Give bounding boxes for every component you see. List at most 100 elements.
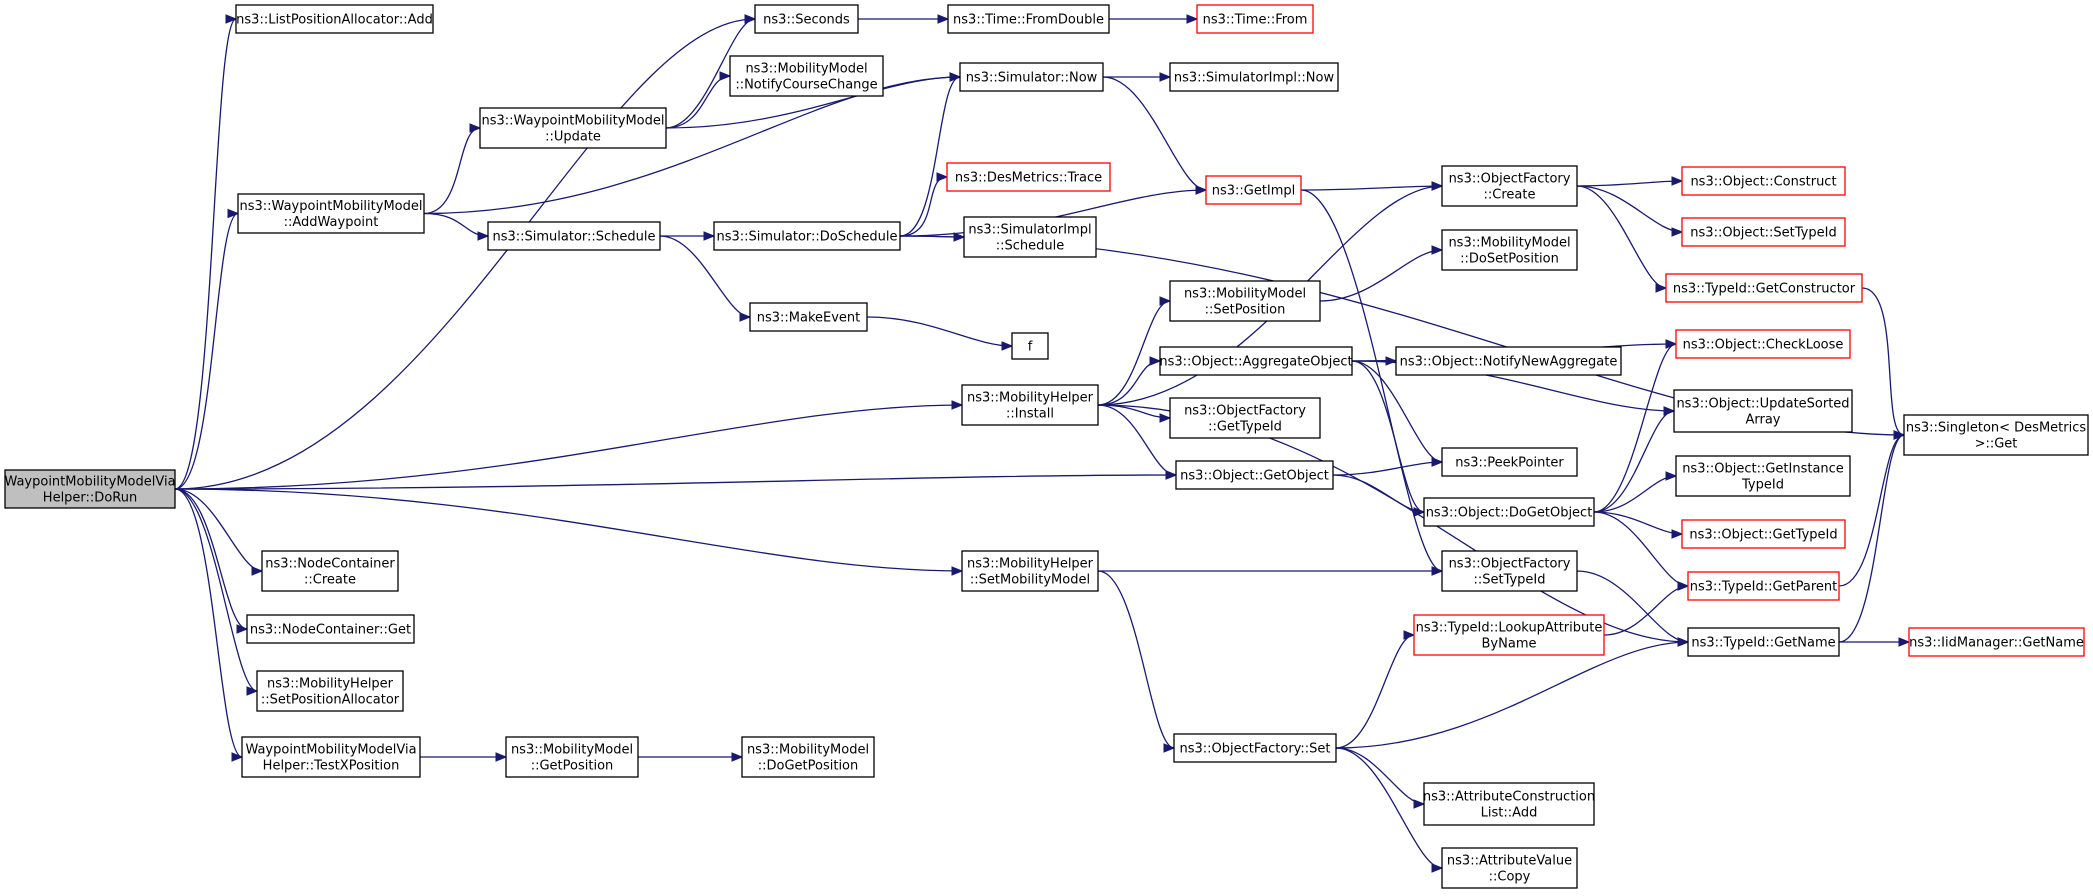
node-implNow[interactable]: ns3::SimulatorImpl::Now [1169,62,1339,92]
node-setPosition[interactable]: ns3::MobilityModel::SetPosition [1169,280,1321,322]
edge-arrowhead [953,232,966,242]
node-mmDoGetPosition[interactable]: ns3::MobilityModel::DoGetPosition [741,736,875,778]
node-ofGetTypeId[interactable]: ns3::ObjectFactory::GetTypeId [1169,397,1321,439]
edge-line [1861,287,1905,436]
node-label: ns3::MakeEvent [757,311,861,326]
node-peekPointer[interactable]: ns3::PeekPointer [1441,447,1578,477]
node-mmGetPosition[interactable]: ns3::MobilityModel::GetPosition [505,736,639,778]
edge-arrowhead [1431,245,1444,255]
node-mhSetPosAlloc[interactable]: ns3::MobilityHelper::SetPositionAllocato… [256,670,404,712]
node-objConstruct[interactable]: ns3::Object::Construct [1681,166,1846,196]
edge-line [174,488,963,572]
edge-addWaypoint-to-wpUpdate [423,123,482,215]
edge-line [174,474,1177,490]
edge-ofCreate-to-setTypeIdObj [1576,185,1684,237]
node-box [1681,519,1846,549]
node-label: ns3::Singleton< DesMetrics [1906,421,2087,436]
node-avCopy[interactable]: ns3::AttributeValue::Copy [1441,847,1578,889]
edge-arrowhead [1431,863,1444,873]
node-box [946,162,1111,192]
edge-line [174,488,248,630]
node-singletonGet[interactable]: ns3::Singleton< DesMetrics >::Get [1903,414,2089,456]
node-makeEvent[interactable]: ns3::MakeEvent [749,302,868,332]
node-listPosAdd[interactable]: ns3::ListPositionAllocator::Add [235,4,434,34]
node-mhSetMobility[interactable]: ns3::MobilityHelper::SetMobilityModel [961,550,1099,592]
edge-arrowhead [236,624,249,634]
node-ofSet[interactable]: ns3::ObjectFactory::Set [1173,733,1337,763]
node-getParent[interactable]: ns3::TypeId::GetParent [1687,571,1840,601]
node-label: ::SetTypeId [1473,573,1545,588]
node-label: ByName [1482,637,1537,652]
node-doSchedule[interactable]: ns3::Simulator::DoSchedule [713,221,901,251]
node-iidGetName[interactable]: ns3::IidManager::GetName [1908,627,2085,657]
node-fromDouble[interactable]: ns3::Time::FromDouble [947,4,1110,34]
node-label: ns3::AttributeConstruction [1423,790,1595,805]
node-box [256,670,404,712]
node-notifyCourse[interactable]: ns3::MobilityModel::NotifyCourseChange [729,55,884,97]
node-notifyNewAgg[interactable]: ns3::Object::NotifyNewAggregate [1395,346,1622,376]
node-label: ns3::MobilityModel [745,62,867,77]
edge-doRun-to-mhSetMobility [174,488,964,576]
node-addWaypoint[interactable]: ns3::WaypointMobilityModel::AddWaypoint [237,193,425,234]
node-ncGet[interactable]: ns3::NodeContainer::Get [246,614,415,644]
edge-doSchedule-to-desTrace [899,172,949,237]
node-simSchedule[interactable]: ns3::Simulator::Schedule [487,221,661,251]
edge-line [1097,570,1175,749]
node-doSetPosition[interactable]: ns3::MobilityModel::DoSetPosition [1441,229,1578,271]
node-label: ns3::Object::GetObject [1180,469,1329,484]
node-wpUpdate[interactable]: ns3::WaypointMobilityModel::Update [479,107,667,149]
node-mhInstall[interactable]: ns3::MobilityHelper::Install [961,384,1099,426]
node-desTrace[interactable]: ns3::DesMetrics::Trace [946,162,1111,192]
edge-getImpl-to-ofSetTypeId [1300,189,1444,576]
node-box [1011,332,1049,360]
node-timeFrom[interactable]: ns3::Time::From [1196,4,1314,34]
edge-line [1593,511,1683,535]
edge-arrowhead [227,208,240,219]
edge-doSchedule-to-simNow [899,72,962,237]
node-label: ns3::TypeId::LookupAttribute [1416,621,1603,636]
node-getObject[interactable]: ns3::Object::GetObject [1175,460,1334,490]
node-getConstructor[interactable]: ns3::TypeId::GetConstructor [1665,273,1863,303]
edge-line [1097,404,1689,643]
node-label: ::GetPosition [531,759,614,774]
edge-line [174,18,237,490]
edge-doGetObject-to-getInstanceTypeId [1593,471,1678,513]
node-aggregate[interactable]: ns3::Object::AggregateObject [1159,346,1353,376]
edge-line [866,316,1013,347]
edge-line [1097,300,1171,406]
node-label: ns3::WaypointMobilityModel [482,114,665,129]
node-simNow[interactable]: ns3::Simulator::Now [959,62,1104,92]
node-doGetObject[interactable]: ns3::Object::DoGetObject [1423,497,1595,527]
node-label: Helper::DoRun [43,491,137,506]
edge-arrowhead [1893,430,1906,440]
edge-line [1351,360,1443,463]
node-label: ns3::NodeContainer [265,557,395,572]
node-getImpl[interactable]: ns3::GetImpl [1205,175,1302,205]
edge-getObject-to-peekPointer [1332,457,1444,476]
edge-arrowhead [1665,471,1678,481]
node-tidGetName[interactable]: ns3::TypeId::GetName [1687,627,1840,657]
node-label: ns3::PeekPointer [1455,456,1564,471]
edge-line [1335,634,1415,749]
node-label: ns3::Object::CheckLoose [1683,338,1844,353]
edge-addWaypoint-to-simSchedule [423,212,490,241]
node-implSchedule[interactable]: ns3::SimulatorImpl::Schedule [963,216,1097,258]
node-objGetTypeId[interactable]: ns3::Object::GetTypeId [1681,519,1846,549]
node-setTypeIdObj[interactable]: ns3::Object::SetTypeId [1681,217,1846,247]
node-ofCreate[interactable]: ns3::ObjectFactory::Create [1441,165,1578,207]
node-ofSetTypeId[interactable]: ns3::ObjectFactory::SetTypeId [1441,550,1578,592]
edge-testX-to-mmGetPosition [420,752,508,762]
node-box [1681,217,1846,247]
node-checkLoose[interactable]: ns3::Object::CheckLoose [1675,329,1851,359]
node-seconds[interactable]: ns3::Seconds [754,4,859,34]
node-f[interactable]: f [1011,332,1049,360]
edge-arrowhead [1149,356,1162,366]
node-testX[interactable]: WaypointMobilityModelViaHelper::TestXPos… [241,736,421,778]
node-label: ns3::ObjectFactory::Set [1179,742,1330,757]
node-ncCreate[interactable]: ns3::NodeContainer::Create [261,550,399,592]
